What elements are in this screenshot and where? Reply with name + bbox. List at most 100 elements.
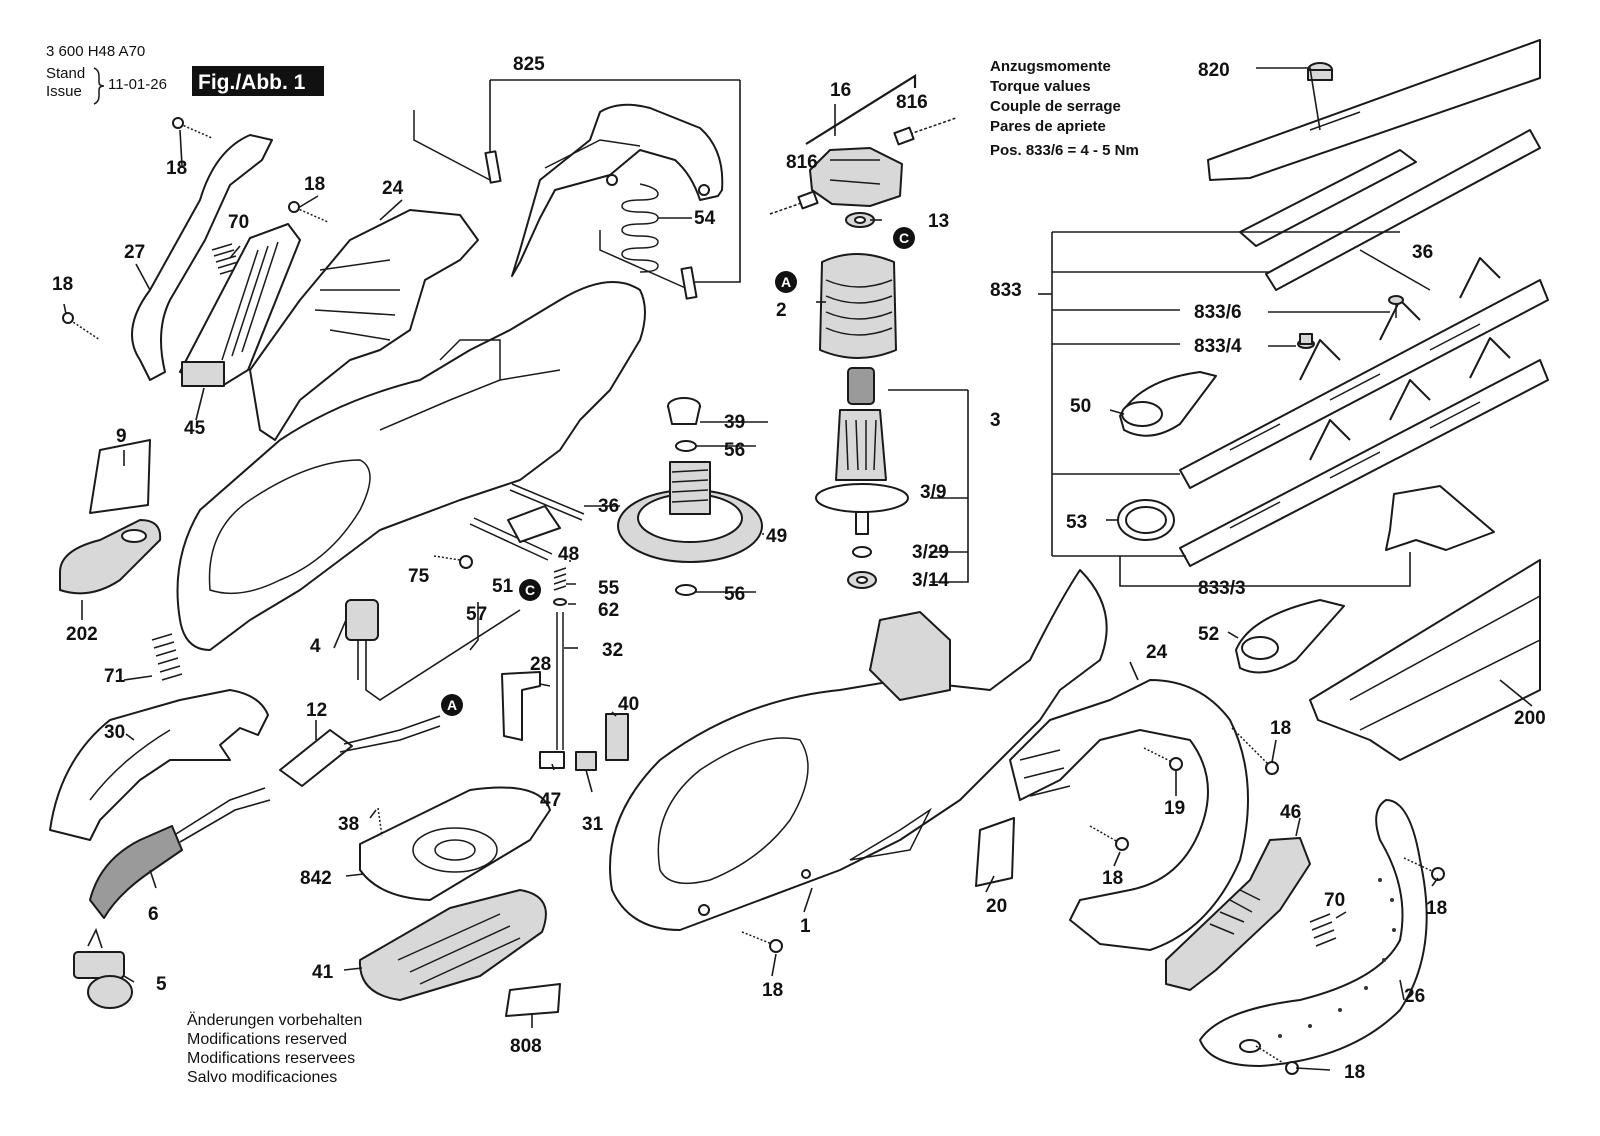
- part-main-housing-left: [176, 281, 646, 651]
- part-40-block: [605, 713, 629, 761]
- part-54-spring: [621, 183, 659, 273]
- label-18-c: 18: [52, 274, 73, 295]
- modifications-note: Änderungen vorbehalten Modifications res…: [187, 1011, 362, 1086]
- label-62: 62: [598, 600, 619, 621]
- label-70-left: 70: [228, 212, 249, 233]
- label-53: 53: [1066, 512, 1087, 533]
- label-38: 38: [338, 814, 359, 835]
- part-52-washer: [1235, 599, 1345, 674]
- label-54: 54: [694, 208, 716, 229]
- label-18-g: 18: [1426, 898, 1447, 919]
- label-18-d: 18: [1270, 718, 1291, 739]
- label-5: 5: [156, 974, 167, 995]
- label-57: 57: [466, 604, 487, 625]
- label-27: 27: [124, 242, 145, 263]
- label-1: 1: [800, 916, 811, 937]
- part-27-cover: [131, 134, 273, 381]
- screw-18-b: [288, 201, 329, 223]
- part-4-switch: [345, 599, 521, 701]
- torque-line-3: Couple de serrage: [990, 98, 1121, 115]
- screw-18-g: [1403, 857, 1445, 881]
- part-50-washer: [1119, 371, 1217, 437]
- part-20-label: [975, 817, 1015, 887]
- part-number-labels: 825 16 816 816 13 2 3 3/9 3/29 3/14 820 …: [52, 54, 1546, 1083]
- issue-label: Issue: [46, 83, 82, 100]
- label-3-14: 3/14: [912, 570, 949, 591]
- note-line-2: Modifications reserved: [187, 1031, 347, 1048]
- part-39-bush: [667, 397, 701, 425]
- screw-18-f: [741, 931, 783, 953]
- part-41-bottom-cover: [358, 889, 547, 1001]
- label-9: 9: [116, 426, 127, 447]
- part-1-main-housing: [609, 569, 1108, 931]
- label-842: 842: [300, 868, 332, 889]
- label-202: 202: [66, 624, 98, 645]
- label-31: 31: [582, 814, 604, 835]
- label-56-upper: 56: [724, 440, 745, 461]
- label-18-a: 18: [166, 158, 187, 179]
- label-49: 49: [766, 526, 787, 547]
- torque-values-block: Anzugsmomente Torque values Couple de se…: [990, 58, 1139, 159]
- part-24-side-cover: [1009, 679, 1249, 951]
- label-3-29: 3/29: [912, 542, 949, 563]
- part-200-blade-guard: [1309, 559, 1541, 761]
- label-2: 2: [776, 300, 787, 321]
- label-46: 46: [1280, 802, 1301, 823]
- marker-c-stator-text: C: [899, 230, 909, 246]
- part-56-washer-lower: [675, 584, 697, 596]
- part-47-clip: [539, 751, 565, 769]
- part-842-plate: [359, 786, 551, 901]
- label-18-f: 18: [762, 980, 783, 1001]
- part-3-armature: [815, 367, 909, 535]
- label-24-upper: 24: [382, 178, 404, 199]
- label-4: 4: [310, 636, 321, 657]
- label-12: 12: [306, 700, 327, 721]
- label-18-e: 18: [1102, 868, 1123, 889]
- label-16: 16: [830, 80, 851, 101]
- part-816-brush-right: [893, 117, 957, 146]
- issue-date: 11-01-26: [108, 76, 167, 93]
- label-820: 820: [1198, 60, 1230, 81]
- note-line-3: Modifications reservees: [187, 1050, 355, 1067]
- label-28: 28: [530, 654, 551, 675]
- part-16-brush-holder: [809, 147, 903, 207]
- part-30-lower-handle: [49, 689, 269, 841]
- label-19: 19: [1164, 798, 1185, 819]
- label-833-3: 833/3: [1198, 578, 1246, 599]
- part-32-shaft: [556, 612, 564, 750]
- label-26: 26: [1404, 986, 1425, 1007]
- part-13-bearing: [845, 212, 875, 228]
- doc-number: 3 600 H48 A70: [46, 43, 145, 60]
- label-36-left: 36: [598, 496, 619, 517]
- marker-a-wire-text: A: [447, 697, 457, 713]
- marker-a-stator-text: A: [781, 274, 791, 290]
- marker-a-stator: A: [775, 271, 797, 293]
- screw-18-a: [172, 117, 213, 139]
- part-825-handle: [413, 103, 724, 300]
- label-70-right: 70: [1324, 890, 1345, 911]
- label-36-right: 36: [1412, 242, 1433, 263]
- label-816-left: 816: [786, 152, 818, 173]
- marker-a-wire: A: [441, 694, 463, 716]
- part-70-spring-right: [1309, 913, 1337, 947]
- part-833-6-screw: [1388, 295, 1404, 318]
- label-18-b: 18: [304, 174, 325, 195]
- part-53-circlip: [1117, 499, 1175, 541]
- stand-label: Stand: [46, 65, 85, 82]
- part-24-upper-housing: [249, 209, 479, 441]
- part-833-bar-upper: [1239, 149, 1417, 247]
- part-202-clip: [59, 519, 162, 595]
- part-56-washer-upper: [675, 440, 697, 452]
- part-833-3-guide: [1385, 485, 1495, 551]
- marker-c-stator: C: [893, 227, 915, 249]
- label-808: 808: [510, 1036, 542, 1057]
- label-47: 47: [540, 790, 561, 811]
- label-75: 75: [408, 566, 430, 587]
- torque-line-2: Torque values: [990, 78, 1091, 95]
- torque-line-1: Anzugsmomente: [990, 58, 1111, 75]
- part-71-spring: [151, 633, 183, 681]
- part-26-guard-plate: [1199, 799, 1428, 1067]
- label-816-right: 816: [896, 92, 928, 113]
- part-12-capacitor: [279, 715, 441, 787]
